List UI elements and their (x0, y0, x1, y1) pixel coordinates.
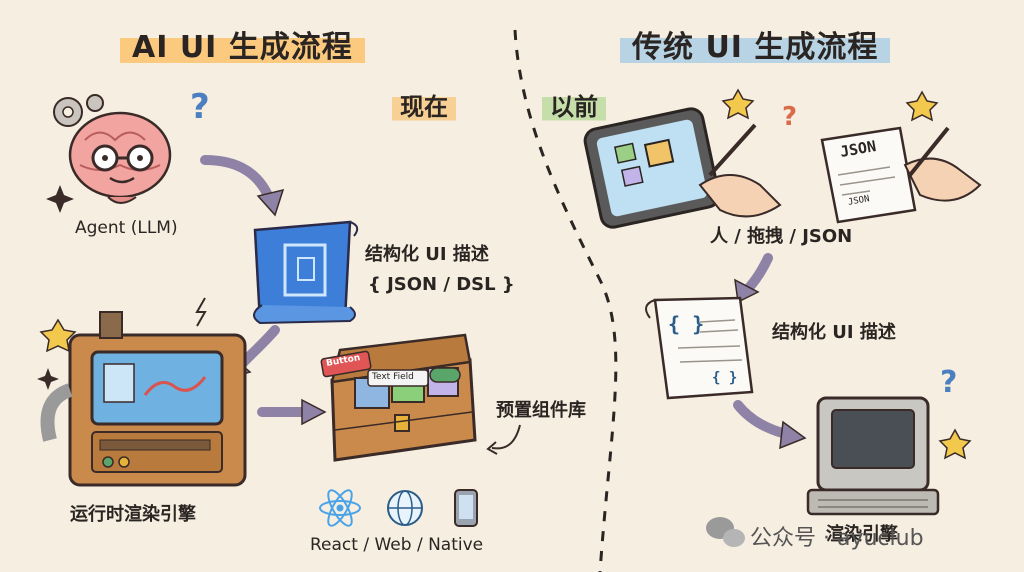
tablet-drag-icon (583, 107, 721, 229)
brace-close: { } (712, 370, 738, 386)
watermark: 公众号 · ayuclub (750, 526, 924, 551)
input-methods-label: 人 / 拖拽 / JSON (710, 226, 853, 247)
sparkle-icon (46, 185, 74, 213)
hand-pen-icon (903, 126, 982, 202)
render-engine-machine-icon (40, 311, 247, 487)
tag-before: 以前 (542, 90, 606, 124)
blueprint-scroll-icon (253, 220, 359, 325)
question-mark-icon: ? (190, 87, 210, 127)
divider-dashed-line (513, 29, 618, 572)
spec-document-icon (645, 296, 754, 400)
phone-icon (454, 489, 478, 527)
svg-text:?: ? (940, 365, 957, 400)
right-title: 传统 UI 生成流程 (620, 28, 891, 68)
json-document-icon (820, 126, 917, 224)
star-icon (905, 90, 939, 122)
left-title: AI UI 生成流程 (120, 28, 365, 68)
brain-agent-icon (68, 111, 172, 204)
spec-format-label: { JSON / DSL } (368, 274, 515, 295)
question-mark-icon: ? (782, 102, 797, 132)
hand-pen-icon (698, 123, 782, 218)
arrow-library-pointer (491, 424, 521, 450)
spec-label-right: 结构化 UI 描述 (772, 322, 896, 343)
renderer-label: 运行时渲染引擎 (70, 504, 196, 525)
chest-textfield-tag: Text Field (372, 372, 414, 382)
renderer-label-right: 渲染引擎 (826, 524, 898, 545)
tag-now: 现在 (392, 90, 456, 124)
platforms-label: React / Web / Native (310, 535, 484, 555)
brace-open: { } (668, 312, 705, 336)
wechat-icon (706, 517, 745, 547)
gear-icon (53, 94, 104, 127)
agent-label: Agent (LLM) (75, 218, 178, 238)
question-mark-icon: ? (940, 365, 957, 400)
spec-label: 结构化 UI 描述 (365, 244, 489, 265)
sparkle-icon (37, 368, 59, 390)
star-icon (39, 318, 77, 353)
library-label: 预置组件库 (496, 400, 586, 421)
svg-text:?: ? (190, 87, 210, 127)
star-icon (721, 88, 755, 120)
svg-text:?: ? (782, 102, 797, 132)
arrow-agent-to-spec (200, 155, 275, 205)
react-icon (319, 489, 361, 527)
computer-icon (806, 396, 940, 516)
lightning-icon (195, 297, 207, 327)
globe-icon (387, 490, 423, 526)
star-icon (938, 428, 972, 460)
